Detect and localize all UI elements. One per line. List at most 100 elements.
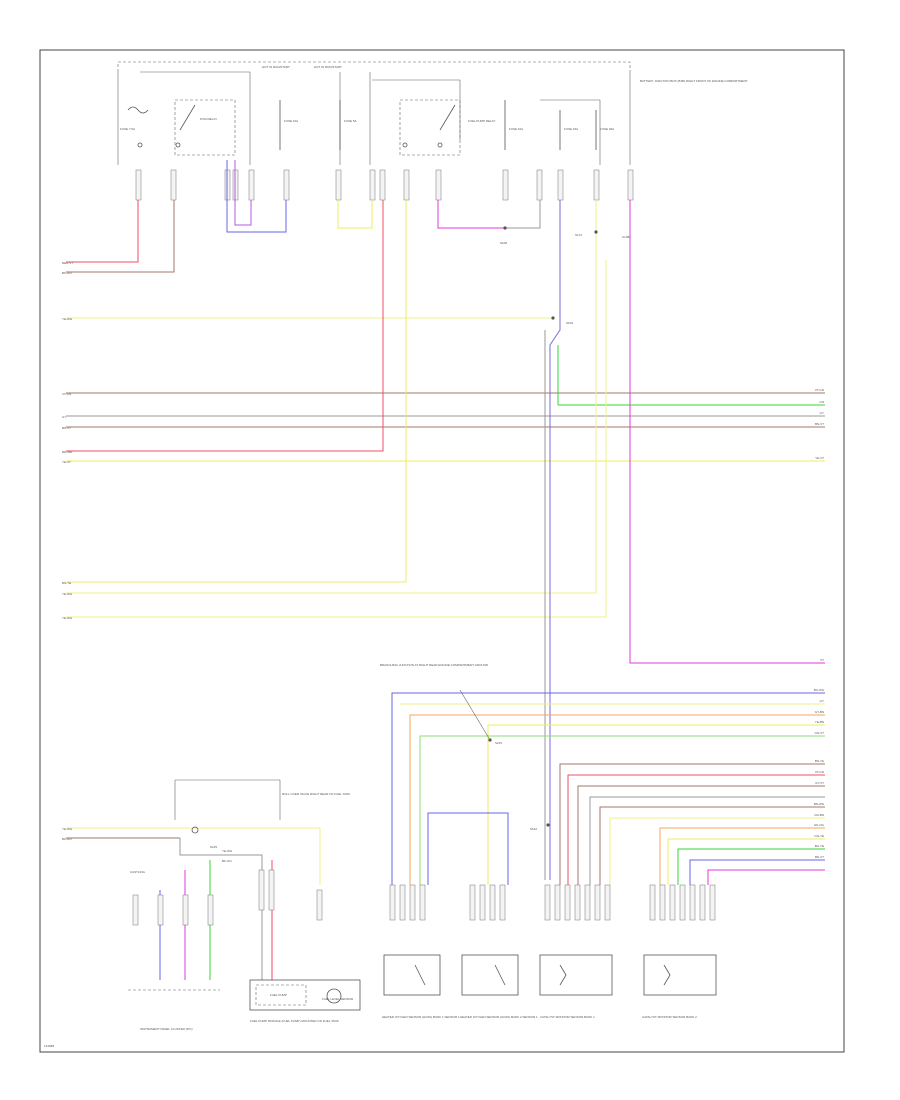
bjb-label: BATTERY JUNCTION BOX (BJB) RIGHT FRONT O… <box>640 79 748 83</box>
wire-vertical-purple <box>549 200 561 880</box>
wire-right-10 <box>677 848 825 885</box>
wire-lower-yellow <box>487 724 825 885</box>
left-label-10: YE-WH <box>62 592 72 596</box>
instrument-panel-cluster: INSTRUMENT PANEL CLUSTER (IPC) <box>128 989 220 1031</box>
wire-right-7 <box>609 817 825 885</box>
left-label-9: BN-YE <box>62 581 71 585</box>
right-label-6: VT <box>820 658 824 662</box>
splice-s3-label: S109 <box>566 321 573 325</box>
wire-right-6 <box>427 812 509 885</box>
splice-s7-label: C1381 <box>622 235 631 239</box>
catalyst-bank1-label: CATALYST MONITOR SENSOR BANK 1 <box>540 1015 595 1019</box>
hot-feed-1 <box>140 71 251 165</box>
splice-s1-label: S108 <box>500 241 507 245</box>
fuel-pump-relay: FUEL PUMP RELAY <box>399 99 495 156</box>
fuse-5-label: FUSE 15A <box>564 127 578 131</box>
wire-lower-green <box>419 735 825 885</box>
wire-lower-blue <box>391 692 825 885</box>
splice-s3 <box>551 316 555 320</box>
left-label-13: BK-GN <box>62 837 72 841</box>
fuel-pump-module-label: FUEL PUMP MODULE (FUEL PUMP) MOUNTED ON … <box>250 1019 339 1023</box>
splice-note-text: BRANCHING JUNCTION AT RIGHT REAR ENGINE … <box>380 663 489 667</box>
splice-s1 <box>503 226 507 230</box>
top-connector-pins <box>135 169 634 201</box>
fuel-mod-note: ROLL OVER VALVE RIGHT REAR OF FUEL TANK <box>282 792 350 796</box>
fuse-3-label: FUSE 5A <box>344 119 357 123</box>
wire-relay-loop-2 <box>234 160 252 226</box>
right-label-15: BN-WH <box>814 802 824 806</box>
hot-run-left-label: HOT IN RUN/START <box>262 65 290 69</box>
right-label-1: VT-GN <box>815 388 824 392</box>
catalyst-bank2-label: CATALYST MONITOR SENSOR BANK 2 <box>642 1015 697 1019</box>
left-wire-labels: RED-VT BK-GN YE-WH VT-GN GY BN-VT RD-WH … <box>62 261 73 841</box>
right-label-14: GY-VT <box>815 781 824 785</box>
wire-right-2 <box>567 774 825 885</box>
ho2s-bank1-sensor: HEATED OXYGEN SENSOR (HO2S) BANK 1 SENSO… <box>382 954 460 1019</box>
hot-feed-3 <box>372 79 461 140</box>
left-label-12: YE-WH <box>62 827 72 831</box>
splice-s6-label: S125 <box>210 845 217 849</box>
pcm-relay: PCM RELAY <box>137 99 236 156</box>
inertia-switch: ROLL OVER VALVE RIGHT REAR OF FUEL TANK <box>174 779 350 834</box>
fp-wire-label-2: BK-GN <box>222 859 232 863</box>
splice-s2 <box>594 230 598 234</box>
right-label-4: BN-VT <box>815 422 824 426</box>
left-label-2: BK-GN <box>62 271 72 275</box>
fuse-2-label: FUSE 10A <box>284 119 298 123</box>
fuse-4-label: FUSE 10A <box>509 127 523 131</box>
left-label-3: YE-WH <box>62 317 72 321</box>
fuse-1-label: FUSE 7.5A <box>120 127 135 131</box>
wire-right-3 <box>577 785 825 885</box>
right-wire-labels: VT-GN GN GY BN-VT YE-VT VT BU-WH GY GY-B… <box>814 388 825 859</box>
pcm-relay-label: PCM RELAY <box>200 117 217 121</box>
wire-right-5 <box>599 806 825 885</box>
wire-right-4 <box>589 796 825 885</box>
ho2s-bank1-label: HEATED OXYGEN SENSOR (HO2S) BANK 1 SENSO… <box>382 1015 460 1019</box>
fuse-6-label: FUSE 20A <box>600 127 614 131</box>
ipc-label: INSTRUMENT PANEL CLUSTER (IPC) <box>140 1027 193 1031</box>
right-label-16: GN-BN <box>814 813 824 817</box>
wire-ye-wh-3 <box>66 260 607 618</box>
splice-s4-label: S215 <box>495 741 502 745</box>
wires <box>66 160 825 980</box>
hot-run-right-label: HOT IN RUN/START <box>314 65 342 69</box>
left-label-11: YE-WH <box>62 616 72 620</box>
left-label-5: GY <box>62 415 66 419</box>
right-label-19: BU-YE <box>815 844 824 848</box>
splice-s2-label: S172 <box>575 233 582 237</box>
wire-right-8 <box>659 827 825 885</box>
left-label-1: RED-VT <box>62 261 73 265</box>
catalyst-monitor-bank2: CATALYST MONITOR SENSOR BANK 2 <box>642 954 717 1019</box>
ho2s-bank2-label: HEATED OXYGEN SENSOR (HO2S) BANK 2 SENSO… <box>460 1015 538 1019</box>
right-label-7: BU-WH <box>814 688 824 692</box>
wire-fp-ye-wh <box>66 827 321 885</box>
splice-s5-label: S162 <box>530 827 537 831</box>
right-label-11: GN-VT <box>815 731 825 735</box>
right-label-10: YE-BN <box>815 720 824 724</box>
left-label-6: BN-VT <box>62 426 71 430</box>
fuse-3: FUSE 5A <box>339 100 357 150</box>
wire-rd-wh <box>66 200 384 452</box>
page-frame <box>39 49 845 1053</box>
right-label-8: GY <box>820 699 824 703</box>
sender-tag: FUEL LEVEL SENSOR <box>322 997 354 1001</box>
right-label-9: GY-BN <box>815 710 824 714</box>
wire-fp-gray <box>179 838 263 980</box>
battery-junction-box: HOT IN RUN/START HOT IN RUN/START BATTER… <box>117 61 748 165</box>
wire-fuse3-loop <box>337 200 373 229</box>
right-label-5: YE-VT <box>815 456 824 460</box>
ho2s-bank2-sensor: HEATED OXYGEN SENSOR (HO2S) BANK 2 SENSO… <box>460 954 538 1019</box>
fuse-2: FUSE 10A <box>279 100 298 150</box>
splice-note: BRANCHING JUNCTION AT RIGHT REAR ENGINE … <box>380 663 491 741</box>
wire-red-vt <box>66 200 139 263</box>
wire-lower-orange <box>409 714 825 885</box>
wire-bk-gn <box>66 200 175 273</box>
ipc-top-label: CASTLING <box>130 870 146 874</box>
fuse-6: FUSE 20A <box>595 110 614 150</box>
wire-gray-loop <box>505 200 541 229</box>
fuel-pump-relay-label: FUEL PUMP RELAY <box>468 119 495 123</box>
wire-ye-wh-2 <box>66 200 597 594</box>
wire-right-1 <box>559 763 825 885</box>
right-label-17: GN-OG <box>814 823 825 827</box>
